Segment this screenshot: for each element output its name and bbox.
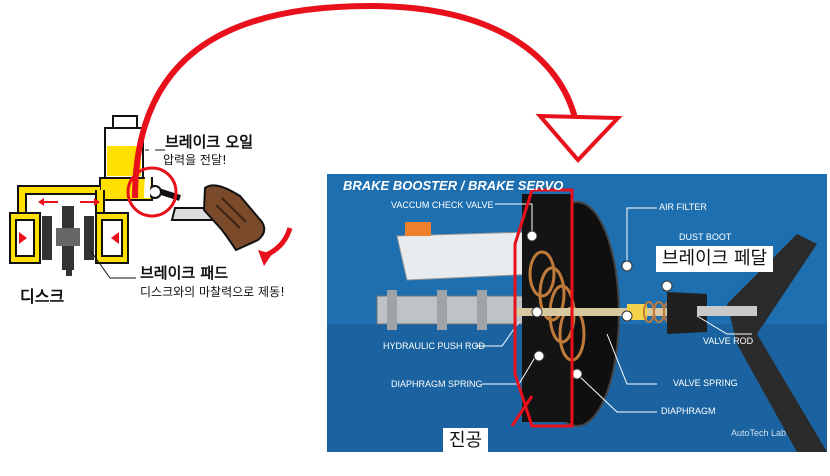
hub (56, 228, 80, 246)
reservoir-cap (405, 222, 431, 236)
vacuum-pointer-line (510, 395, 534, 427)
shoe-icon (202, 184, 266, 252)
pressure-arrow-icon (111, 232, 119, 244)
arrow-head-icon (535, 113, 623, 163)
brake-pad-right (84, 216, 94, 260)
master-cylinder-body (376, 295, 528, 325)
pad-leader-line (89, 249, 136, 279)
vacuum-highlight-outline (513, 188, 574, 428)
brake-pad-left (42, 216, 52, 260)
pressure-arrow-icon (19, 232, 27, 244)
pedal-highlight-circle (126, 166, 178, 218)
photo-title: BRAKE BOOSTER / BRAKE SERVO (343, 178, 564, 193)
brake-pedal-callout: 브레이크 페달 (656, 246, 774, 272)
brake-booster-illustration (327, 174, 827, 452)
label-diaphragm-spring: DIAPHRAGM SPRING (391, 379, 483, 389)
press-arrow-icon (262, 227, 293, 259)
vacuum-callout: 진공 (443, 428, 489, 454)
brake-line-fill (19, 187, 100, 215)
dust-boot (667, 292, 707, 334)
push-rod (517, 308, 707, 316)
label-diaphragm: DIAPHRAGM (661, 406, 716, 416)
brake-oil-desc: 압력을 전달! (163, 153, 227, 167)
brake-booster-panel: BRAKE BOOSTER / BRAKE SERVO VACCUM CHECK… (327, 174, 827, 452)
label-dust-boot: DUST BOOT (679, 232, 732, 242)
label-vaccum-check-valve: VACCUM CHECK VALVE (391, 200, 494, 210)
brake-pedal-arm (727, 234, 827, 452)
label-valve-rod: VALVE ROD (703, 336, 754, 346)
brake-oil-title: 브레이크 오일 (165, 133, 254, 151)
brake-system-illustration (9, 115, 293, 279)
watermark: AutoTech Lab (731, 428, 787, 438)
label-valve-spring: VALVE SPRING (673, 378, 738, 388)
label-hydraulic-push-rod: HYDRAULIC PUSH ROD (383, 341, 486, 351)
axle (66, 260, 72, 276)
curved-arrow (132, 2, 623, 199)
disc-label: 디스크 (20, 287, 65, 306)
brake-pad-desc: 디스크와의 마찰력으로 제동! (140, 285, 285, 299)
part-marker-icon (526, 230, 673, 380)
label-air-filter: AIR FILTER (659, 202, 707, 212)
brake-pad-title: 브레이크 패드 (140, 264, 229, 282)
